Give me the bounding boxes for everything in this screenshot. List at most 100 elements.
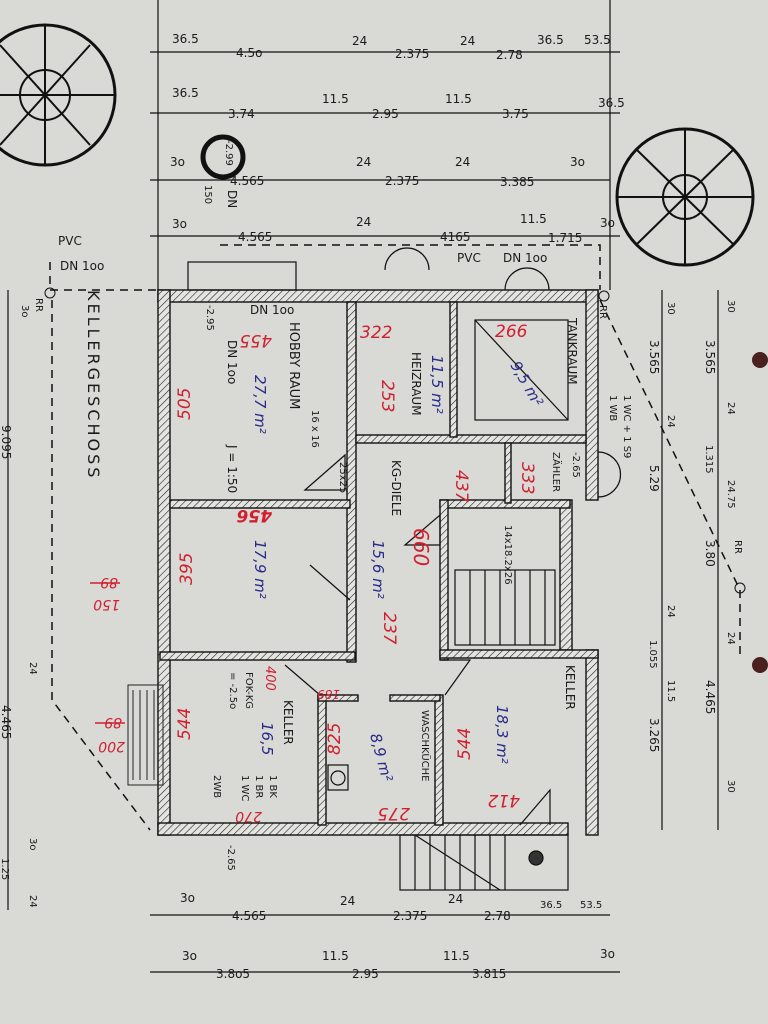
dim-label: 36.5	[540, 900, 562, 911]
dimension-row-top-4: 3o 4.565 24 4165 11.5 1.715 3o	[172, 212, 615, 245]
dim-label: 36.5	[172, 32, 199, 46]
area-mid-left: 17,9 m²	[251, 540, 269, 599]
red-fraction-top: 89	[104, 714, 122, 730]
pipe-labels: PVC DN 1oo RR PVC DN 1oo RR RR DN 150 -2…	[33, 140, 746, 594]
dim-label: 1.25	[0, 858, 10, 880]
dimension-row-top-2: 36.5 3.74 11.5 2.95 11.5 3.75 36.5	[172, 86, 625, 121]
dimension-lines	[7, 0, 719, 973]
dim-label: 24	[356, 215, 371, 229]
area-diele: 15,6 m²	[369, 540, 387, 599]
dim-label: 3.565	[703, 340, 717, 374]
dim-label: 2.95	[372, 107, 399, 121]
fixture-label: 1 BK	[267, 775, 278, 798]
dn-label: DN	[225, 190, 239, 208]
gravel-bed	[127, 684, 164, 786]
red-measure: 322	[360, 323, 392, 343]
red-measure: 333	[517, 462, 537, 494]
dimension-row-top-1: 36.5 4.5o 24 2.375 24 2.78 36.5 53.5	[172, 32, 611, 62]
level-label: = -2.5o	[227, 672, 238, 709]
pipe-size-label: 150	[202, 185, 213, 204]
drain-icon	[598, 290, 610, 302]
page-title: KELLERGESCHOSS	[84, 290, 103, 480]
level-label: -2.65	[570, 452, 581, 478]
rr-label: RR	[732, 540, 743, 554]
area-keller-right: 18,3 m²	[493, 705, 511, 764]
dim-label: 3.74	[228, 107, 255, 121]
dim-label: 2.78	[496, 48, 523, 62]
red-measure: 505	[175, 388, 195, 420]
dimension-column-right-outer: 30 3.565 24 1.315 24.75 3.80 24 4.465 30	[703, 300, 736, 793]
rr-label: RR	[597, 305, 608, 319]
dn-label: DN 1oo	[225, 340, 239, 384]
dim-label: 3.80	[703, 540, 717, 567]
dim-label: 11.5	[322, 949, 349, 963]
red-fraction-top: 89	[100, 574, 118, 590]
room-label-zaehler: ZÄHLER	[550, 452, 563, 492]
red-measure: 660	[409, 528, 433, 566]
dim-label: 24	[725, 632, 736, 645]
room-label-keller-right: KELLER	[563, 665, 577, 710]
dim-label: 24	[356, 155, 371, 169]
dim-label: 36.5	[172, 86, 199, 100]
manhole-icon	[200, 134, 246, 180]
dim-label: 4.5o	[236, 46, 262, 60]
dim-label: 24.75	[725, 480, 736, 509]
level-label: -2.65	[225, 845, 236, 871]
punch-hole	[752, 657, 768, 673]
dim-label: 3o	[570, 155, 585, 169]
dim-label: 11.5	[445, 92, 472, 106]
fixture-label: 1 BR	[253, 775, 264, 798]
fixture-label: 1 WB	[607, 395, 618, 421]
stair-label: 14x18.2x26	[502, 525, 513, 585]
dim-label: 3o	[172, 217, 187, 231]
tree-icon-right	[615, 127, 755, 267]
dim-label: 24	[448, 892, 463, 906]
dim-label: 3.75	[502, 107, 529, 121]
dim-label: 24	[460, 34, 475, 48]
red-measure: 270	[235, 808, 262, 824]
red-measure: 544	[455, 728, 475, 760]
dim-label: 4.465	[703, 680, 717, 714]
dim-label: 24	[665, 605, 676, 618]
punch-hole	[752, 352, 768, 368]
dim-label: 4.565	[238, 230, 272, 244]
room-label-keller-left: KELLER	[281, 700, 295, 745]
dim-label: 24	[27, 662, 38, 675]
chimney-label: 25x25	[337, 462, 348, 493]
dim-label: 2.375	[395, 47, 429, 61]
slope-label: J = 1:50	[225, 444, 239, 493]
red-fraction-bottom: 200	[98, 738, 125, 754]
red-fraction-bottom: 150	[93, 596, 120, 612]
dim-label: 30	[665, 302, 676, 315]
drain-pipe-lines	[49, 244, 741, 831]
dim-label: 1.715	[548, 231, 582, 245]
dim-label: 11.5	[520, 212, 547, 226]
dim-label: 3o	[600, 947, 615, 961]
dn-label: DN 1oo	[60, 259, 104, 273]
fixture-label: 1 WC	[239, 775, 250, 801]
dim-label: 3.8o5	[216, 967, 250, 981]
red-annotations: 505 455 322 253 266 395 456 660 237 437 …	[90, 322, 537, 824]
dim-label: 2.375	[385, 174, 419, 188]
pvc-label: PVC	[457, 251, 481, 265]
dim-label: 24	[340, 894, 355, 908]
dim-label: 3o	[182, 949, 197, 963]
dim-label: 4.565	[232, 909, 266, 923]
red-measure: 437	[451, 470, 471, 503]
dimension-column-left: 3o 9.095 24 4.465 3o 1.25 24	[0, 305, 38, 908]
dim-label: 2.78	[484, 909, 511, 923]
chimney-label: 16 x 16	[309, 410, 320, 448]
dim-label: 4.565	[230, 174, 264, 188]
red-measure: 544	[175, 708, 195, 740]
walls	[157, 289, 599, 836]
red-measure: 456	[236, 505, 273, 525]
dim-label: 3.815	[472, 967, 506, 981]
dimension-row-top-3: 3o 4.565 24 2.375 24 3.385 3o	[170, 155, 585, 189]
dim-label: 36.5	[537, 33, 564, 47]
red-measure: 237	[379, 612, 399, 645]
rr-label: RR	[33, 298, 44, 312]
dim-label: 5.29	[647, 465, 661, 492]
red-measure: 412	[488, 790, 520, 810]
red-measure: 400	[262, 666, 277, 691]
